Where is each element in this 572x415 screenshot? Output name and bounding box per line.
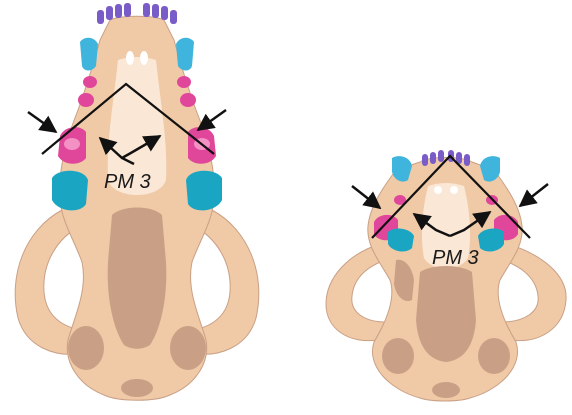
molar-left	[52, 171, 88, 211]
tympanic-bulla-right	[478, 338, 510, 374]
tympanic-bulla-left	[68, 326, 104, 370]
foramen-magnum	[432, 382, 460, 398]
basicranium-shadow	[108, 208, 167, 349]
molar-right	[478, 229, 504, 252]
incisive-foramen-2	[140, 51, 148, 65]
skull-left: PM 3	[15, 3, 259, 400]
molar-left	[388, 229, 414, 252]
incisive-foramen-2	[450, 186, 458, 194]
tympanic-bulla-right	[170, 326, 206, 370]
incisive-foramen	[434, 186, 442, 194]
canine-left	[80, 38, 98, 71]
pm3-label-right: PM 3	[432, 247, 479, 269]
pm3-label-left: PM 3	[104, 171, 151, 193]
canine-right	[176, 38, 194, 71]
arrow-icon	[352, 186, 380, 208]
arrow-icon	[198, 110, 226, 130]
basicranium-shadow	[416, 266, 476, 362]
foramen-magnum	[121, 379, 153, 397]
tympanic-bulla-left	[382, 338, 414, 374]
arrow-icon	[28, 112, 56, 132]
incisive-foramen	[126, 51, 134, 65]
molar-right	[186, 171, 222, 211]
arrow-icon	[520, 184, 548, 206]
skull-right: PM 3	[326, 150, 566, 401]
